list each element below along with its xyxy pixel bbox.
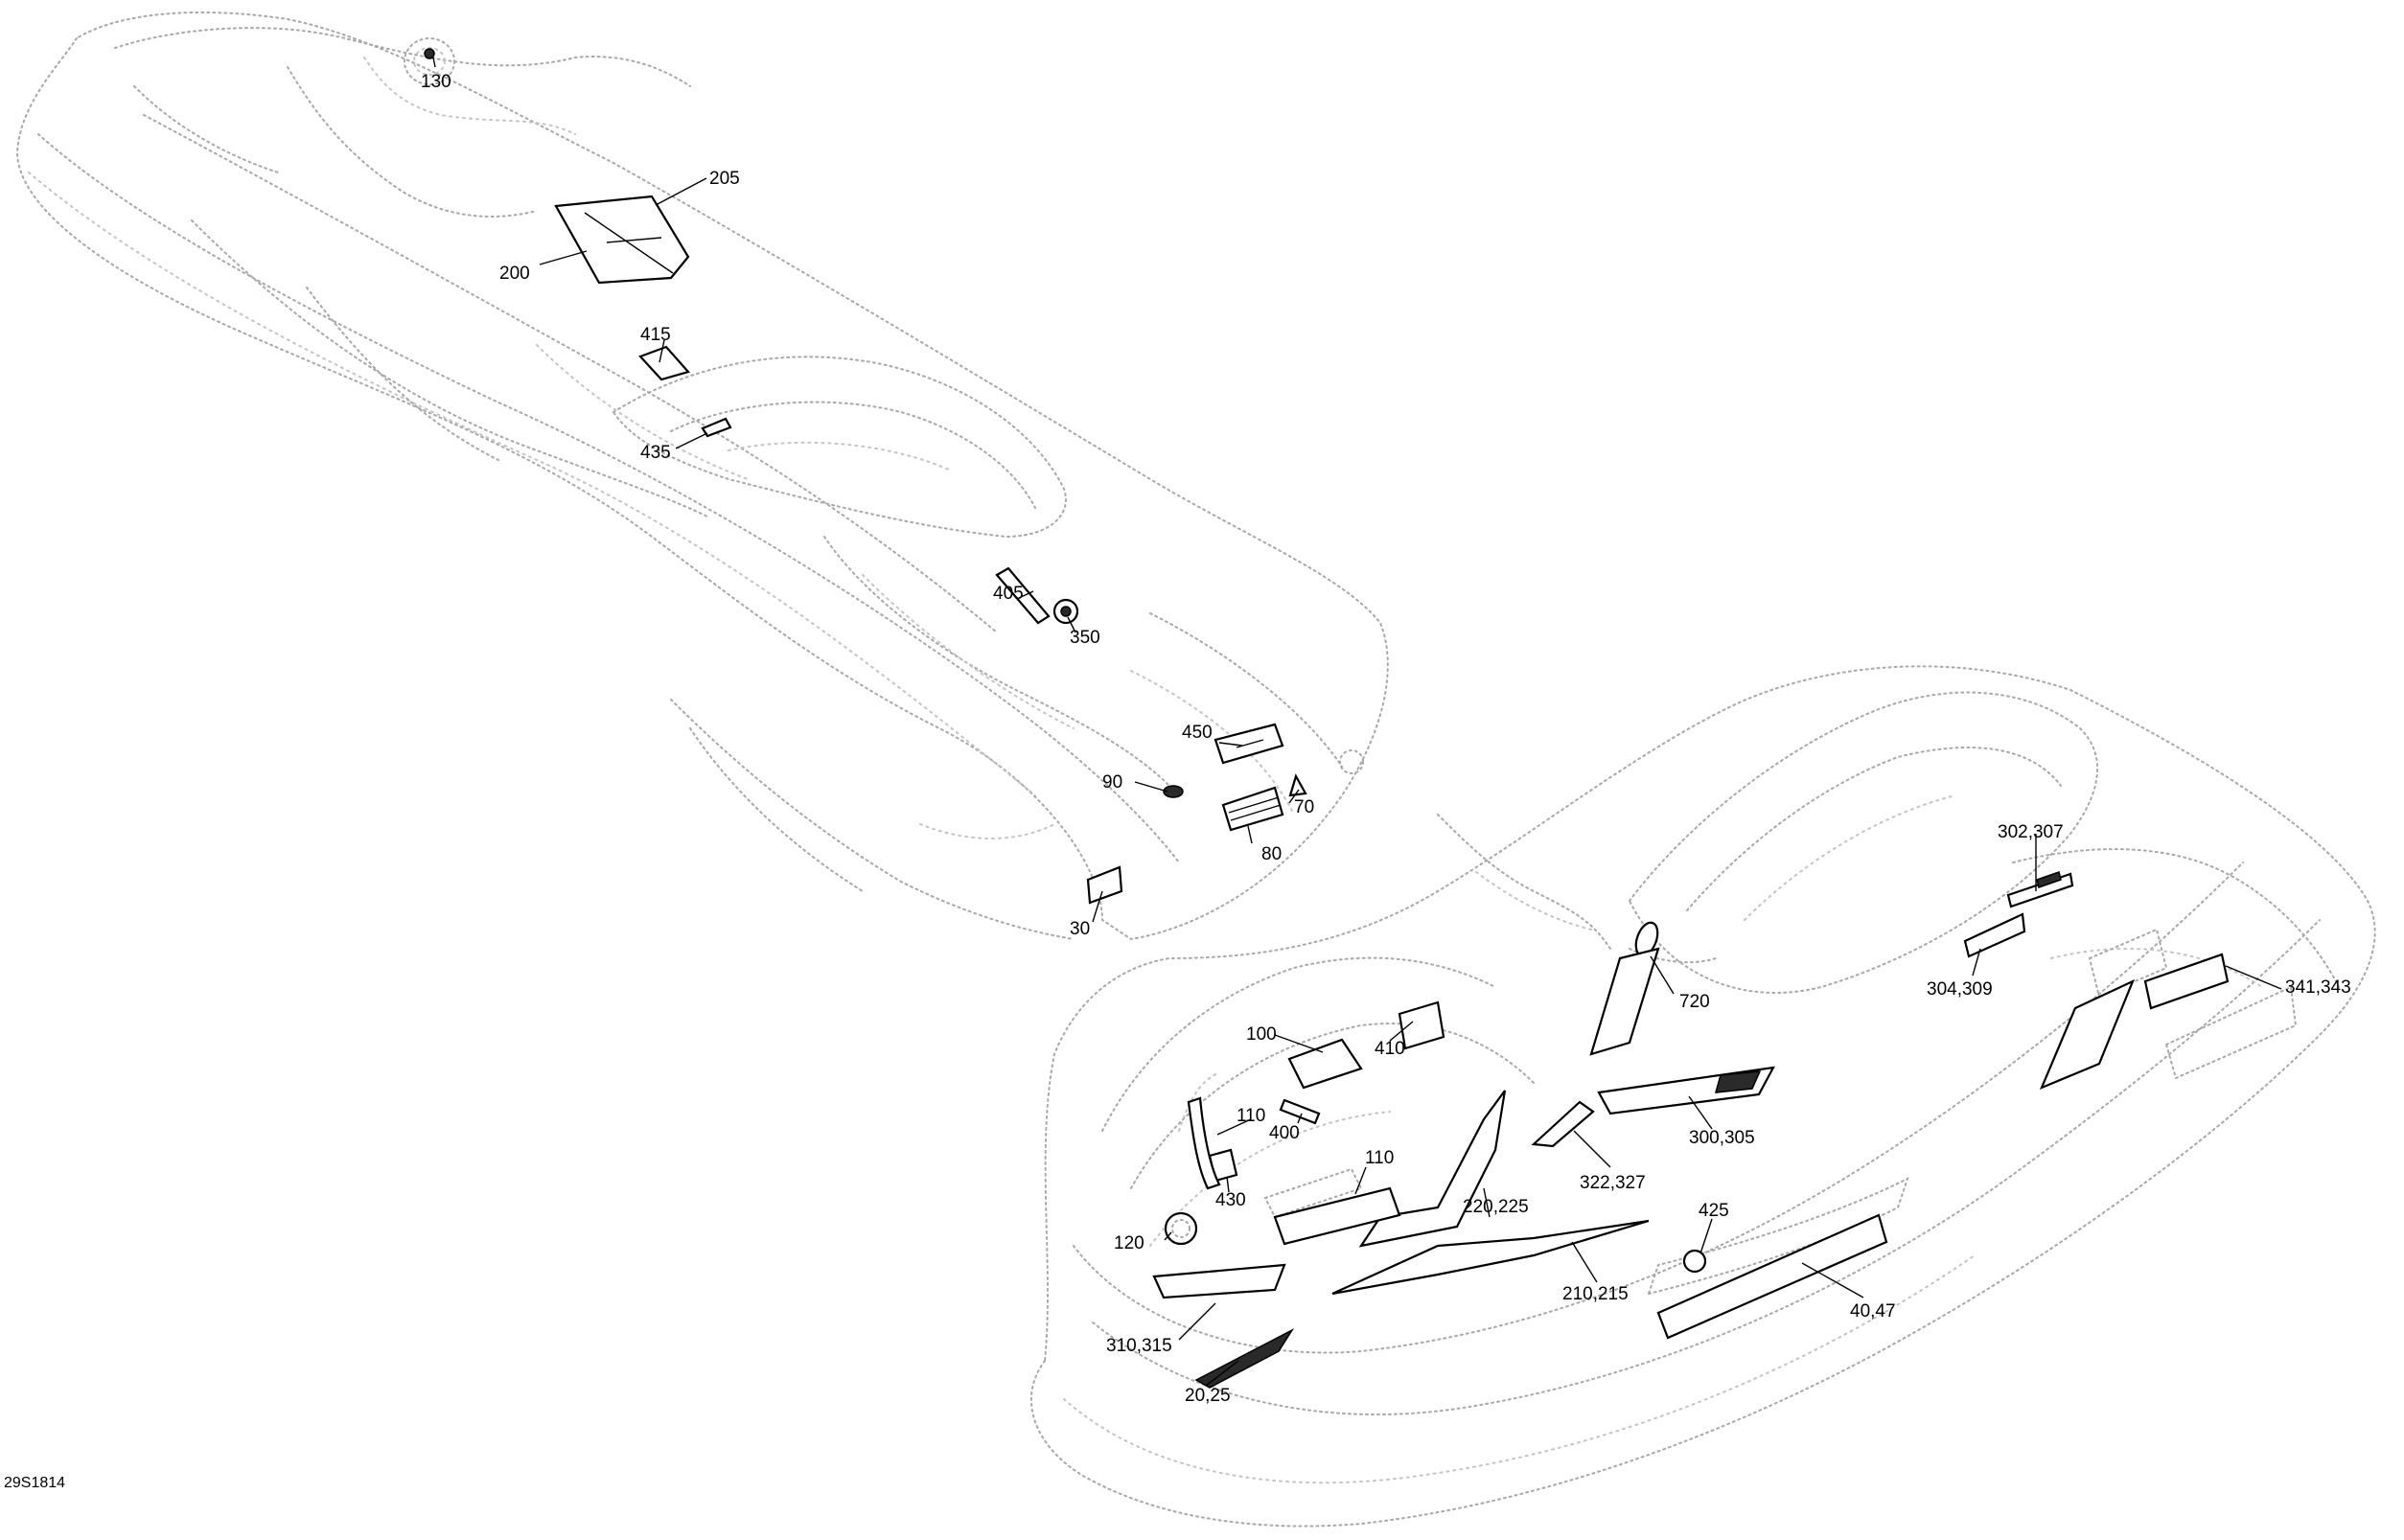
callout-70: 70 xyxy=(1294,797,1314,817)
part-40-47 xyxy=(1656,1213,1888,1340)
callout-200: 200 xyxy=(499,264,530,284)
callout-304-309: 304,309 xyxy=(1927,979,1993,1000)
callout-40-47: 40,47 xyxy=(1850,1301,1896,1322)
part-400 xyxy=(1279,1098,1321,1125)
top-watercraft-parts xyxy=(424,48,1307,905)
part-415 xyxy=(638,345,690,381)
part-90 xyxy=(1163,785,1184,798)
part-322-327 xyxy=(1531,1100,1595,1148)
callout-400: 400 xyxy=(1269,1123,1300,1143)
part-425 xyxy=(1682,1249,1707,1274)
part-410 xyxy=(1398,1000,1445,1050)
part-20-25 xyxy=(1194,1328,1295,1389)
part-110-side xyxy=(1187,1096,1221,1190)
callout-341-343: 341,343 xyxy=(2285,977,2351,998)
part-30 xyxy=(1086,865,1123,905)
callout-120: 120 xyxy=(1114,1233,1144,1253)
callout-410: 410 xyxy=(1375,1039,1405,1059)
callout-310-315: 310,315 xyxy=(1106,1336,1172,1356)
callout-415: 415 xyxy=(640,325,671,345)
callout-435: 435 xyxy=(640,443,671,463)
top-watercraft-outline xyxy=(15,11,1389,941)
callout-100: 100 xyxy=(1246,1024,1277,1045)
callout-300-305: 300,305 xyxy=(1689,1128,1755,1148)
callout-labels: 130 205 200 415 435 405 350 450 90 70 80… xyxy=(421,72,2351,1406)
part-100 xyxy=(1287,1038,1363,1090)
bottom-watercraft-outline xyxy=(1029,665,2376,1528)
callout-110: 110 xyxy=(1237,1106,1265,1126)
leader-lines xyxy=(432,57,2282,1387)
part-304-309 xyxy=(1963,912,2026,958)
part-210-215 xyxy=(1331,1219,1650,1296)
callout-130: 130 xyxy=(421,72,451,92)
part-341-343 xyxy=(2039,978,2136,1091)
part-220-225 xyxy=(1358,1090,1507,1248)
callout-720: 720 xyxy=(1679,992,1710,1012)
callout-322-327: 322,327 xyxy=(1580,1173,1646,1193)
part-80 xyxy=(1221,786,1284,832)
callout-430: 430 xyxy=(1215,1190,1246,1210)
part-110-front xyxy=(1273,1186,1401,1246)
callout-110-second: 110 xyxy=(1365,1148,1394,1168)
callout-210-215: 210,215 xyxy=(1562,1284,1629,1304)
part-310-315 xyxy=(1152,1263,1286,1299)
callout-302-307: 302,307 xyxy=(1998,822,2064,842)
callout-220-225: 220,225 xyxy=(1463,1197,1529,1217)
callout-450: 450 xyxy=(1182,723,1213,743)
callout-205: 205 xyxy=(709,169,740,189)
callout-425: 425 xyxy=(1699,1201,1729,1221)
diagram-code: 29S1814 xyxy=(4,1475,65,1491)
callout-350: 350 xyxy=(1070,628,1100,648)
callout-80: 80 xyxy=(1261,844,1282,864)
callout-90: 90 xyxy=(1102,772,1122,793)
callout-20-25: 20,25 xyxy=(1185,1386,1231,1406)
callout-405: 405 xyxy=(993,584,1024,604)
part-70 xyxy=(1288,773,1307,797)
part-130 xyxy=(424,48,435,59)
callout-30: 30 xyxy=(1070,919,1090,939)
bottom-watercraft-parts xyxy=(1152,871,2230,1389)
part-120 xyxy=(1164,1211,1198,1246)
